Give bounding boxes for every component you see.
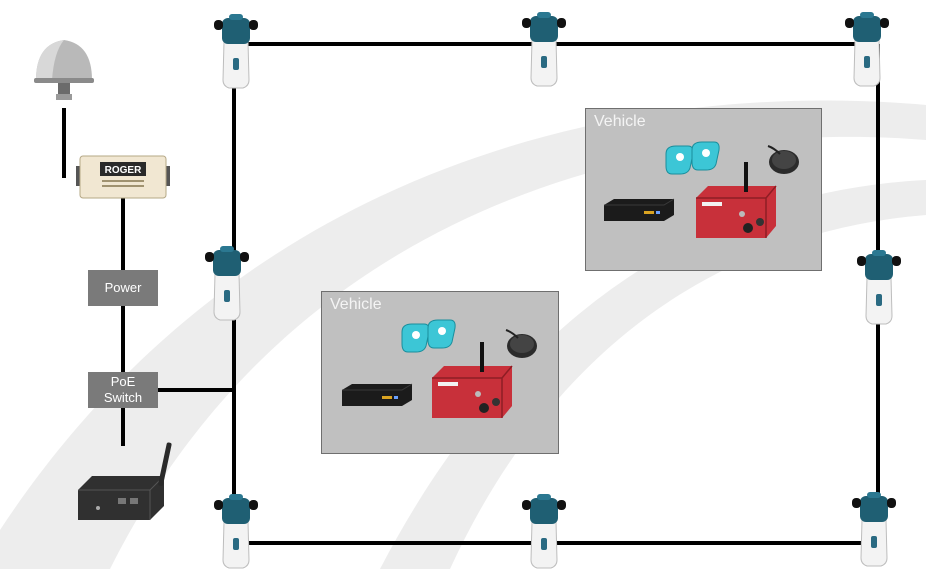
gateway-pc bbox=[78, 442, 172, 520]
poe-switch-label-line1: PoE bbox=[110, 374, 136, 389]
gps-dome-antenna bbox=[34, 40, 94, 100]
power-label: Power bbox=[104, 280, 142, 295]
roger-interface-device: ROGER bbox=[76, 155, 170, 199]
vehicle-label: Vehicle bbox=[594, 113, 646, 130]
background-arcs bbox=[0, 100, 926, 569]
anchor-top-right bbox=[844, 11, 890, 87]
anchor-bottom-right bbox=[851, 491, 897, 567]
poe-switch-label-line2: Switch bbox=[103, 390, 143, 405]
roger-logo: ROGER bbox=[105, 165, 142, 176]
anchor-top-middle bbox=[521, 11, 567, 87]
poe-switch-box: PoE Switch bbox=[88, 372, 158, 408]
anchor-top-left bbox=[213, 13, 259, 89]
anchor-bottom-middle bbox=[521, 493, 567, 569]
vehicle-label: Vehicle bbox=[330, 296, 382, 313]
vehicle-box-2: Vehicle bbox=[585, 108, 822, 271]
anchor-middle-right bbox=[856, 249, 902, 325]
power-box: Power bbox=[88, 270, 158, 306]
vehicle-box-1: Vehicle bbox=[321, 291, 559, 454]
anchor-bottom-left bbox=[213, 493, 259, 569]
